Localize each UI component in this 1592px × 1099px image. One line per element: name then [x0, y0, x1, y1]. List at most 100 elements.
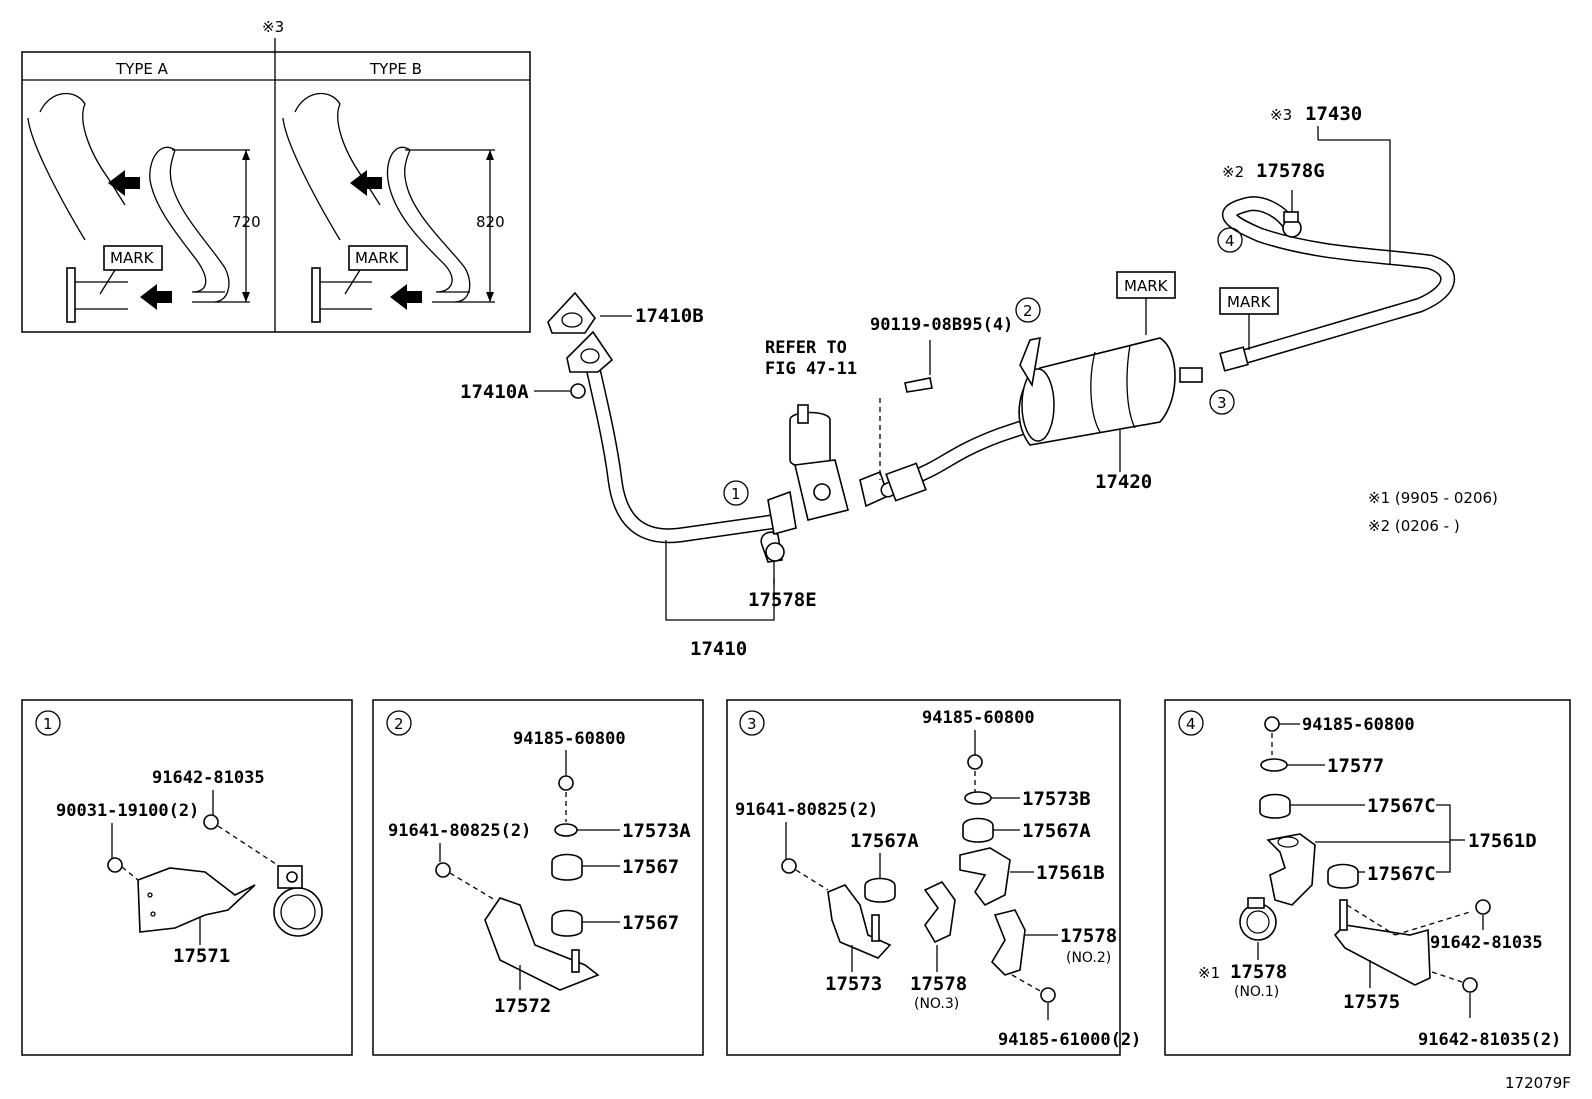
- detail-panel-4: 4 94185-60800 17577 17567C 17561D 17567C…: [1164, 699, 1571, 1056]
- d1-bracket-17571: [137, 867, 256, 933]
- label-17420: 17420: [1095, 471, 1152, 493]
- d2-label-17573A: 17573A: [622, 820, 691, 842]
- d2-label-17567a: 17567: [622, 856, 679, 878]
- detail-panel-1: 1 91642-81035 90031-19100(2) 17571: [21, 699, 353, 1056]
- catalytic-converter: [789, 404, 889, 521]
- d4-bolt-91642b: [1462, 977, 1478, 993]
- type-a-arrow-upper-icon: [108, 170, 140, 196]
- d2-cushion-a: [551, 853, 583, 881]
- type-b-mark: MARK: [355, 249, 400, 267]
- bolt-90119: [904, 377, 933, 393]
- d2-cushion-b: [551, 909, 583, 937]
- d4-label-17577: 17577: [1327, 755, 1384, 777]
- d3-clamp-17578-no2: [990, 909, 1026, 976]
- d4-label-17575: 17575: [1343, 991, 1400, 1013]
- mark-muffler-box: [1116, 271, 1176, 299]
- label-17578G: 17578G: [1256, 160, 1325, 182]
- d2-label-94185: 94185-60800: [513, 729, 626, 749]
- label-17578G-ref: ※2: [1222, 163, 1244, 181]
- d2-label-17572: 17572: [494, 995, 551, 1017]
- label-90119: 90119-08B95(4): [870, 315, 1013, 335]
- callout-1: [723, 480, 749, 506]
- d2-label-17567b: 17567: [622, 912, 679, 934]
- nut-17410A: [570, 383, 586, 399]
- detail-3-circle: 3: [747, 715, 757, 733]
- clamp-17578G: [1282, 211, 1302, 238]
- main-assembly: 17410B 17410A 17410 17578E 1 REFER T: [460, 103, 1498, 660]
- d3-nut: [967, 754, 983, 770]
- d4-label-94185: 94185-60800: [1302, 715, 1415, 735]
- label-17578E: 17578E: [748, 589, 817, 611]
- d3-label-94185: 94185-60800: [922, 708, 1035, 728]
- d3-label-17567A-l: 17567A: [850, 830, 919, 852]
- type-b-mark-box: [348, 245, 408, 271]
- d4-label-17567C-b: 17567C: [1367, 863, 1436, 885]
- label-17410: 17410: [690, 638, 747, 660]
- d2-bracket-17572: [484, 897, 600, 991]
- d3-bolt: [781, 858, 797, 874]
- muffler-17420: [1018, 336, 1203, 446]
- callout-4: [1217, 227, 1243, 253]
- type-a-dimension: 720: [232, 213, 261, 231]
- d3-cushion-17567A-l: [864, 877, 896, 903]
- detail-panel-2: 2 94185-60800 17573A 17567 17567 91641-8…: [372, 699, 704, 1056]
- type-a-mark-box: [103, 245, 163, 271]
- type-panel: ※3 TYPE A TYPE B 720 MARK: [21, 18, 531, 333]
- d3-clamp-17578-no3: [923, 880, 956, 944]
- type-a-arrow-lower-icon: [140, 284, 172, 310]
- d4-label-91642b: 91642-81035(2): [1418, 1030, 1561, 1050]
- mark-muffler: MARK: [1124, 277, 1169, 295]
- d3-cushion-17567A-r: [962, 817, 994, 843]
- refer-line-2: FIG 47-11: [765, 359, 857, 379]
- d3-label-17573B: 17573B: [1022, 788, 1091, 810]
- type-a-title: TYPE A: [115, 60, 169, 78]
- callout-3-num: 3: [1217, 394, 1227, 412]
- type-a-drawing: 720 MARK: [27, 92, 261, 323]
- d3-washer-17573B: [964, 791, 992, 805]
- d1-bolt-90031: [107, 857, 123, 873]
- type-b-dimension: 820: [476, 213, 505, 231]
- d4-nut: [1264, 716, 1280, 732]
- detail-panel-3: 3 94185-60800 17573B 17567A 17561B 17578…: [726, 699, 1141, 1056]
- d3-label-17578-no2: (NO.2): [1066, 950, 1111, 966]
- note-2: ※2 (0206 - ): [1368, 517, 1460, 535]
- refer-line-1: REFER TO: [765, 338, 847, 358]
- clamp-17578E: [760, 531, 785, 563]
- d3-bracket-17561B: [959, 847, 1011, 907]
- label-17410B: 17410B: [635, 305, 704, 327]
- d4-cushion-17567C-a: [1259, 793, 1291, 819]
- d3-label-17578: 17578: [1060, 925, 1117, 947]
- label-17430: 17430: [1305, 103, 1362, 125]
- type-b-arrow-lower-icon: [390, 284, 422, 310]
- d4-bolt-91642a: [1475, 899, 1491, 915]
- d3-label-17578b: 17578: [910, 973, 967, 995]
- d3-nut-94185-61000: [1040, 987, 1056, 1003]
- d1-label-17571: 17571: [173, 945, 230, 967]
- figure-code: 172079F: [1505, 1074, 1571, 1092]
- d3-label-94185b: 94185-61000(2): [998, 1030, 1141, 1050]
- type-b-title: TYPE B: [369, 60, 422, 78]
- type-panel-ref: ※3: [262, 18, 284, 36]
- gasket-17410B: [547, 291, 596, 334]
- label-17410A: 17410A: [460, 381, 529, 403]
- d4-label-17561D: 17561D: [1468, 830, 1537, 852]
- detail-4-circle: 4: [1186, 715, 1196, 733]
- type-b-drawing: 820 MARK: [282, 92, 505, 323]
- note-1: ※1 (9905 - 0206): [1368, 489, 1498, 507]
- d4-bracket-17561D: [1266, 833, 1316, 906]
- d4-bracket-17575: [1333, 924, 1431, 986]
- mark-tail: MARK: [1227, 293, 1272, 311]
- d1-label-90031: 90031-19100(2): [56, 801, 199, 821]
- callout-3: [1209, 389, 1235, 415]
- callout-1-num: 1: [731, 485, 741, 503]
- d4-label-17567C-a: 17567C: [1367, 795, 1436, 817]
- d4-label-17578-ref: ※1: [1198, 964, 1220, 982]
- d3-label-91641: 91641-80825(2): [735, 800, 878, 820]
- label-17430-ref: ※3: [1270, 106, 1292, 124]
- d3-label-17573: 17573: [825, 973, 882, 995]
- d4-cushion-17567C-b: [1327, 863, 1359, 889]
- d2-label-91641: 91641-80825(2): [388, 821, 531, 841]
- d3-label-17578b-no3: (NO.3): [914, 996, 959, 1012]
- d4-label-17578-no1: (NO.1): [1234, 984, 1279, 1000]
- d4-washer-17577: [1260, 758, 1288, 772]
